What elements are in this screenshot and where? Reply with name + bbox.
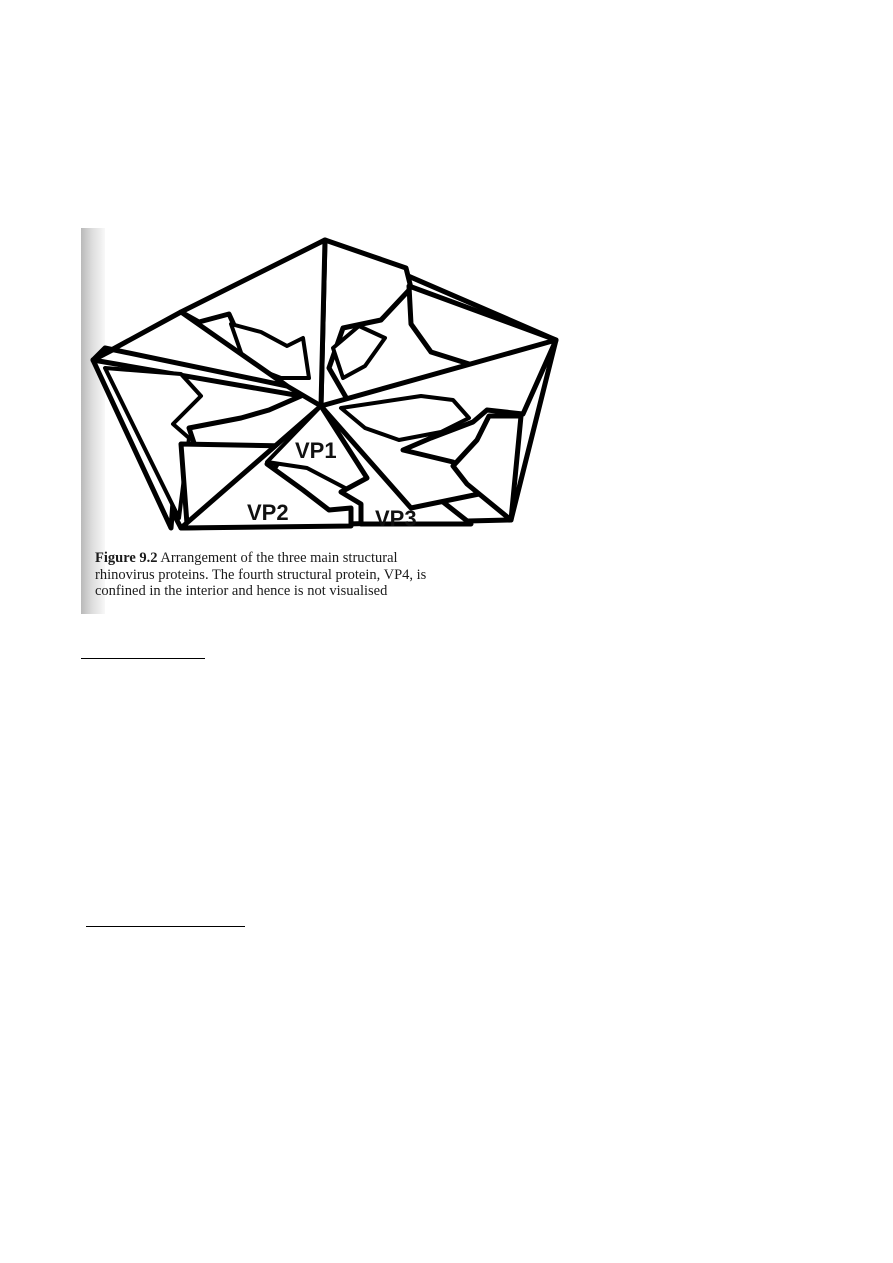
label-vp3: VP3 <box>375 506 417 531</box>
pentamer-center <box>318 403 324 409</box>
heading-underline-2 <box>86 926 245 927</box>
label-vp2: VP2 <box>247 500 289 525</box>
protomer-right <box>318 337 559 523</box>
heading-underline-1 <box>81 658 205 659</box>
caption-line-1-text: Arrangement of the three main structural <box>157 550 398 566</box>
protomer-upper-left <box>90 237 328 409</box>
figure-9-2: VP1 VP2 VP3 Figure 9.2 Arrangement of th… <box>81 228 606 614</box>
label-vp1: VP1 <box>295 438 337 463</box>
caption-line-2: rhinovirus proteins. The fourth structur… <box>95 566 427 583</box>
caption-figure-number: Figure 9.2 <box>95 550 158 566</box>
figure-caption: Figure 9.2 Arrangement of the three main… <box>95 550 575 600</box>
caption-line-3: confined in the interior and hence is no… <box>95 583 388 599</box>
caption-line-1: Figure 9.2 Arrangement of the three main… <box>95 550 575 567</box>
scan-shadow <box>81 228 105 614</box>
capsid-pentamer-diagram: VP1 VP2 VP3 <box>90 237 559 531</box>
